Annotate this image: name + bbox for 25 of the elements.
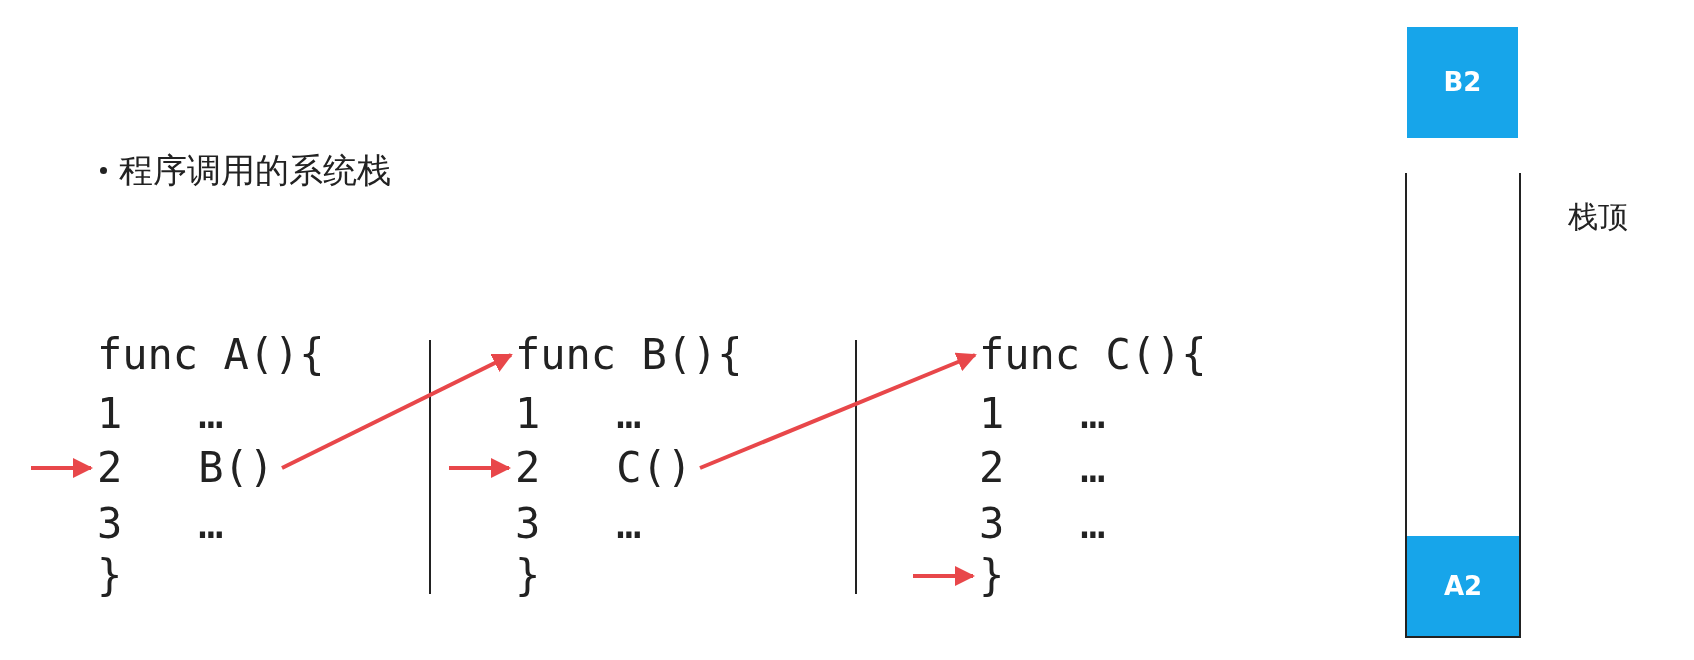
arrow — [699, 352, 977, 470]
title: 程序调用的系统栈 — [119, 149, 391, 192]
code-line: 1 … — [979, 389, 1106, 439]
stack-frame: B2 — [1407, 27, 1518, 138]
code-line: func B(){ — [515, 330, 743, 380]
code-line: } — [97, 551, 123, 601]
arrow — [449, 458, 511, 478]
code-line: 3 … — [979, 499, 1106, 549]
code-line: 3 … — [515, 499, 642, 549]
stack-container — [1405, 173, 1521, 638]
arrow — [31, 458, 93, 478]
code-line: 2 B() — [97, 443, 274, 493]
stack-frame: A2 — [1407, 536, 1519, 636]
code-line: 1 … — [97, 389, 224, 439]
arrow — [281, 353, 513, 470]
code-line: func C(){ — [979, 330, 1207, 380]
arrow — [913, 566, 975, 586]
code-line: 1 … — [515, 389, 642, 439]
code-line: 2 … — [979, 443, 1106, 493]
code-line: 2 C() — [515, 443, 692, 493]
code-line: func A(){ — [97, 330, 325, 380]
code-line: 3 … — [97, 499, 224, 549]
code-line: } — [979, 551, 1005, 601]
stack-top-label: 栈顶 — [1568, 198, 1628, 236]
code-line: } — [515, 551, 541, 601]
